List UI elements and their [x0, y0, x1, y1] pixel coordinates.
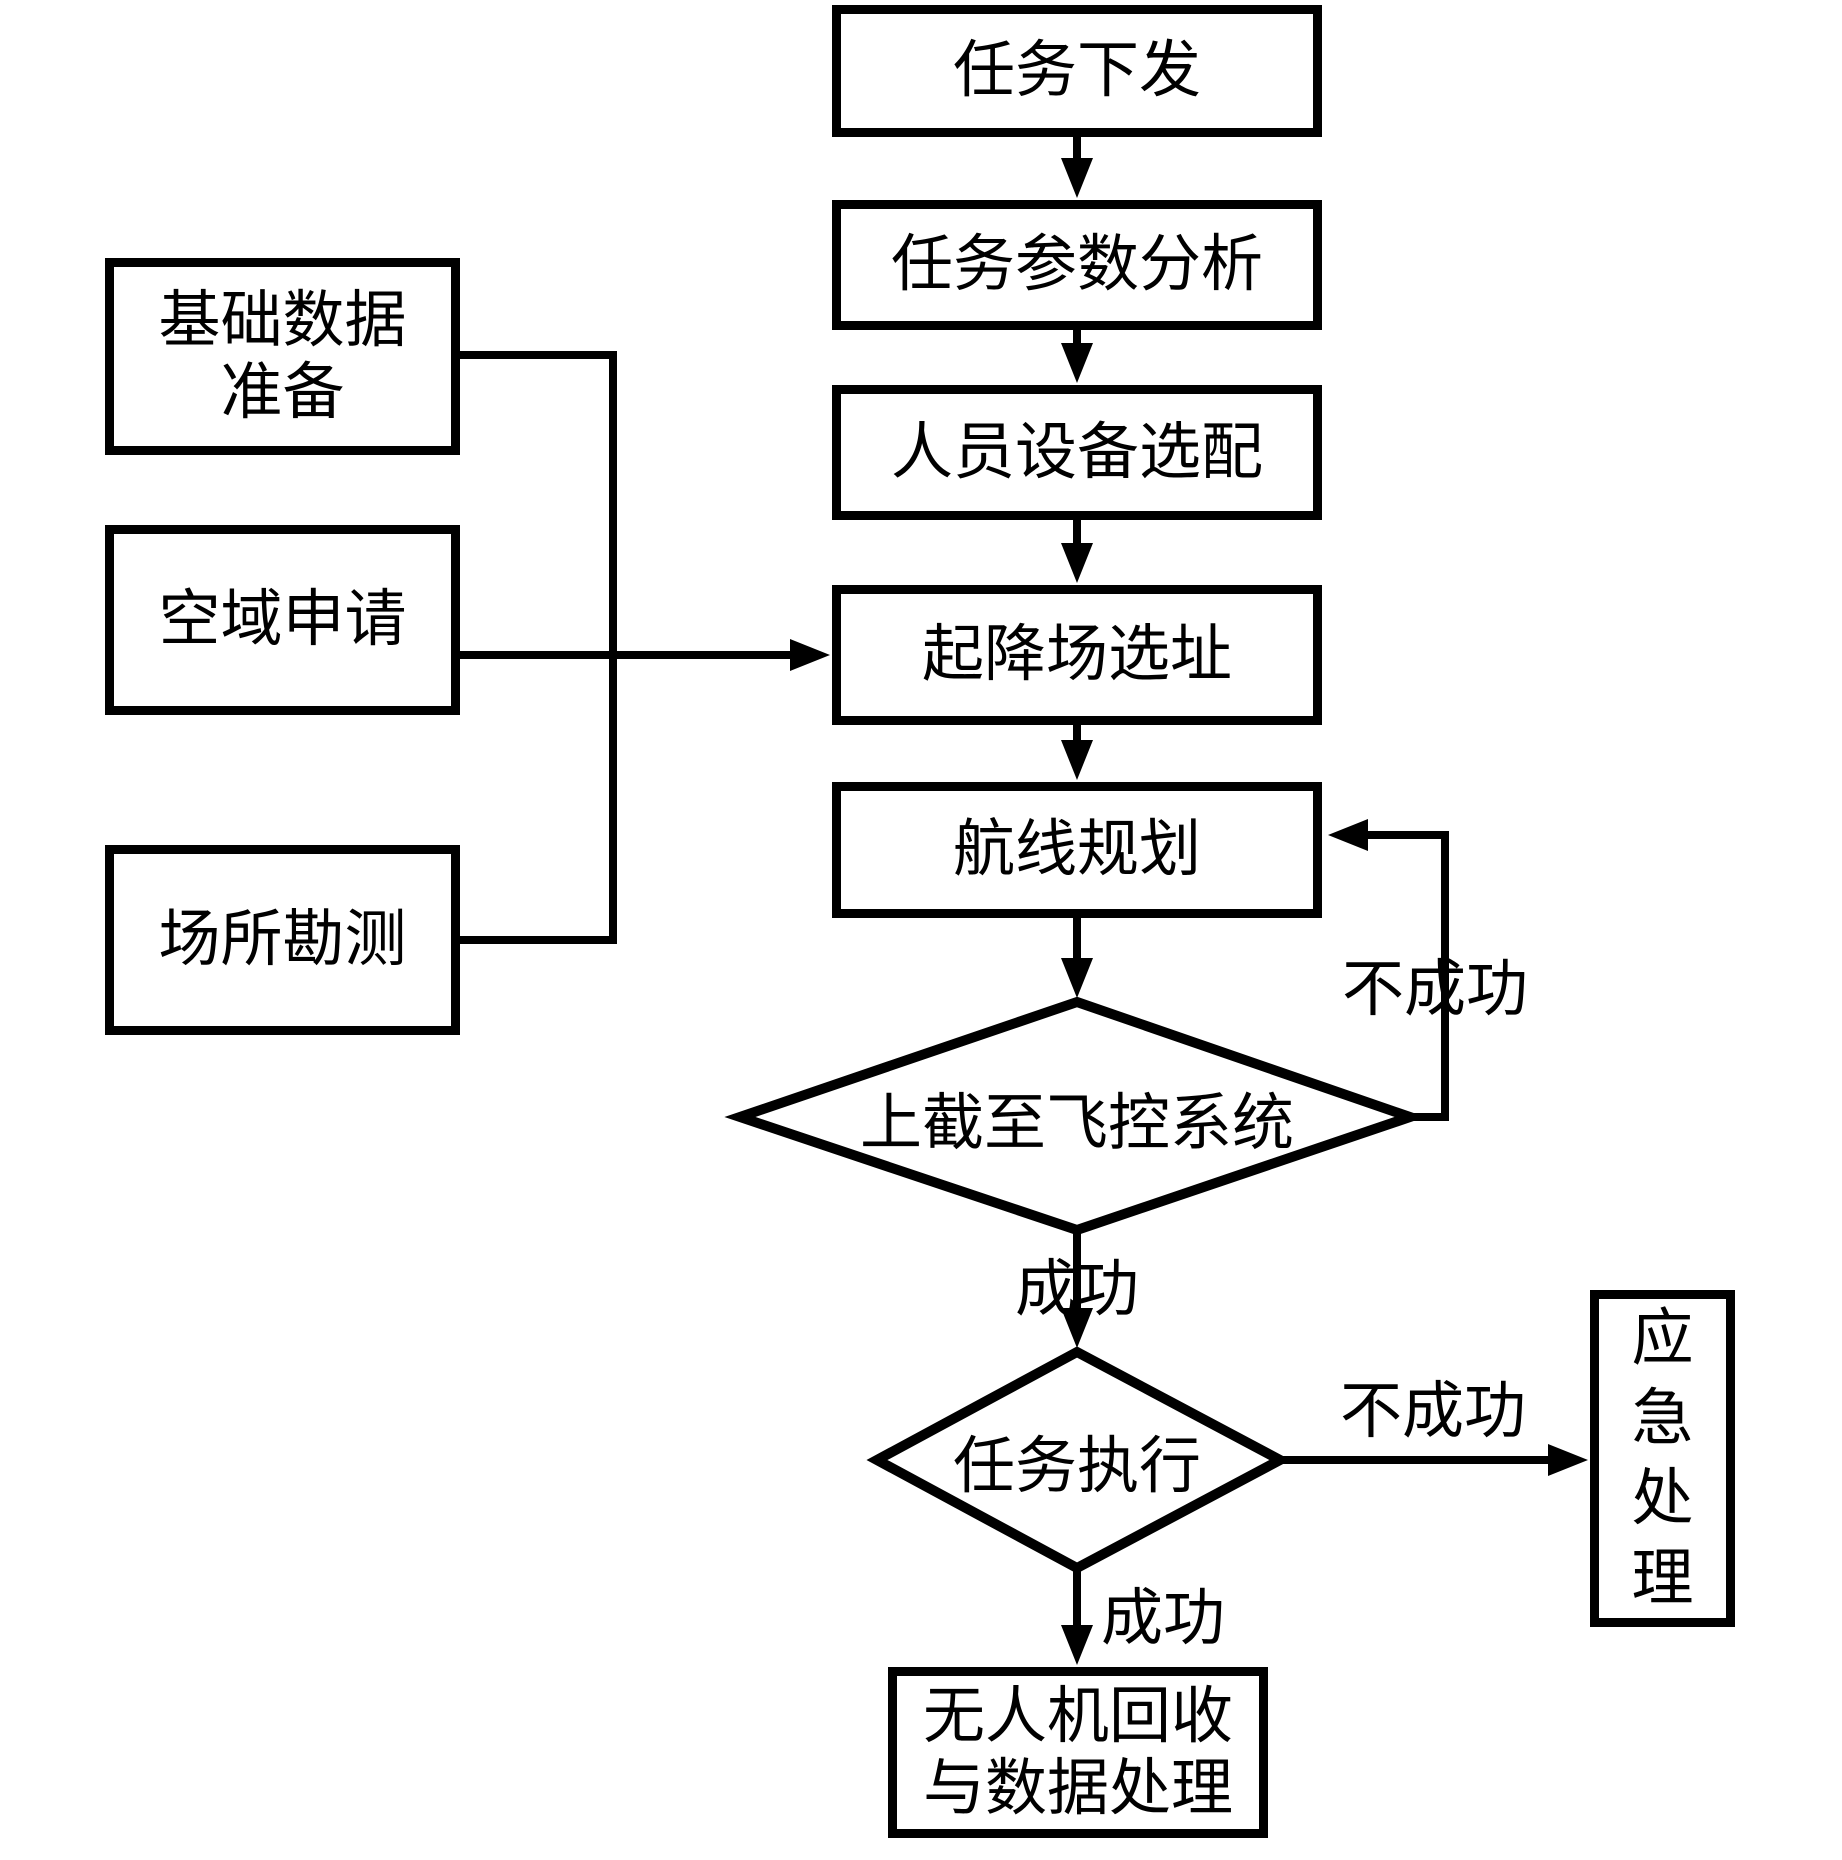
arrowhead — [1548, 1444, 1588, 1476]
edge-label-upload-success: 成功 — [1014, 1256, 1140, 1324]
node-site-selection: 起降场选址 — [832, 585, 1322, 725]
decision-execution-label: 任务执行 — [952, 1433, 1202, 1501]
node-crew-equipment: 人员设备选配 — [832, 385, 1322, 520]
edge-upload-fail-loop — [1368, 831, 1449, 1121]
node-param-analysis: 任务参数分析 — [832, 200, 1322, 330]
node-site-selection-label: 起降场选址 — [921, 621, 1232, 689]
decision-execution-shape — [866, 1346, 1291, 1574]
arrowhead — [1061, 1625, 1093, 1665]
node-task-issue: 任务下发 — [832, 5, 1322, 137]
edge-label-execution-fail: 不成功 — [1339, 1378, 1527, 1446]
decision-upload-label: 上截至飞控系统 — [859, 1090, 1295, 1158]
node-recovery-label-line2: 与数据处理 — [922, 1754, 1233, 1823]
arrowhead — [1061, 158, 1093, 198]
node-route-planning: 航线规划 — [832, 782, 1322, 918]
node-site-survey-label: 场所勘测 — [158, 906, 407, 974]
arrowhead — [1061, 343, 1093, 383]
node-airspace-request-label: 空域申请 — [158, 586, 407, 654]
edge-label-execution-success: 成功 — [1100, 1585, 1226, 1653]
node-base-data-label-line1: 基础数据 — [158, 286, 407, 355]
node-emergency-label: 应急处理 — [1631, 1304, 1694, 1613]
node-site-survey: 场所勘测 — [105, 845, 460, 1035]
edge-label-upload-fail: 不成功 — [1341, 956, 1529, 1024]
node-crew-equipment-label: 人员设备选配 — [890, 418, 1263, 487]
arrowhead — [1061, 958, 1093, 998]
arrowhead — [1061, 740, 1093, 780]
node-base-data: 基础数据 准备 — [105, 258, 460, 455]
node-recovery: 无人机回收 与数据处理 — [888, 1667, 1268, 1838]
arrowhead — [1328, 819, 1368, 851]
node-recovery-label-line1: 无人机回收 — [922, 1682, 1233, 1751]
decision-upload-shape — [724, 996, 1426, 1236]
node-airspace-request: 空域申请 — [105, 525, 460, 715]
arrowhead — [1061, 543, 1093, 583]
arrowhead — [790, 639, 830, 671]
arrowhead — [1061, 1308, 1093, 1348]
node-base-data-label-line2: 准备 — [220, 358, 345, 427]
node-param-analysis-label: 任务参数分析 — [890, 231, 1263, 299]
node-task-issue-label: 任务下发 — [952, 37, 1201, 105]
node-emergency: 应急处理 — [1590, 1290, 1735, 1627]
node-route-planning-label: 航线规划 — [952, 816, 1201, 884]
